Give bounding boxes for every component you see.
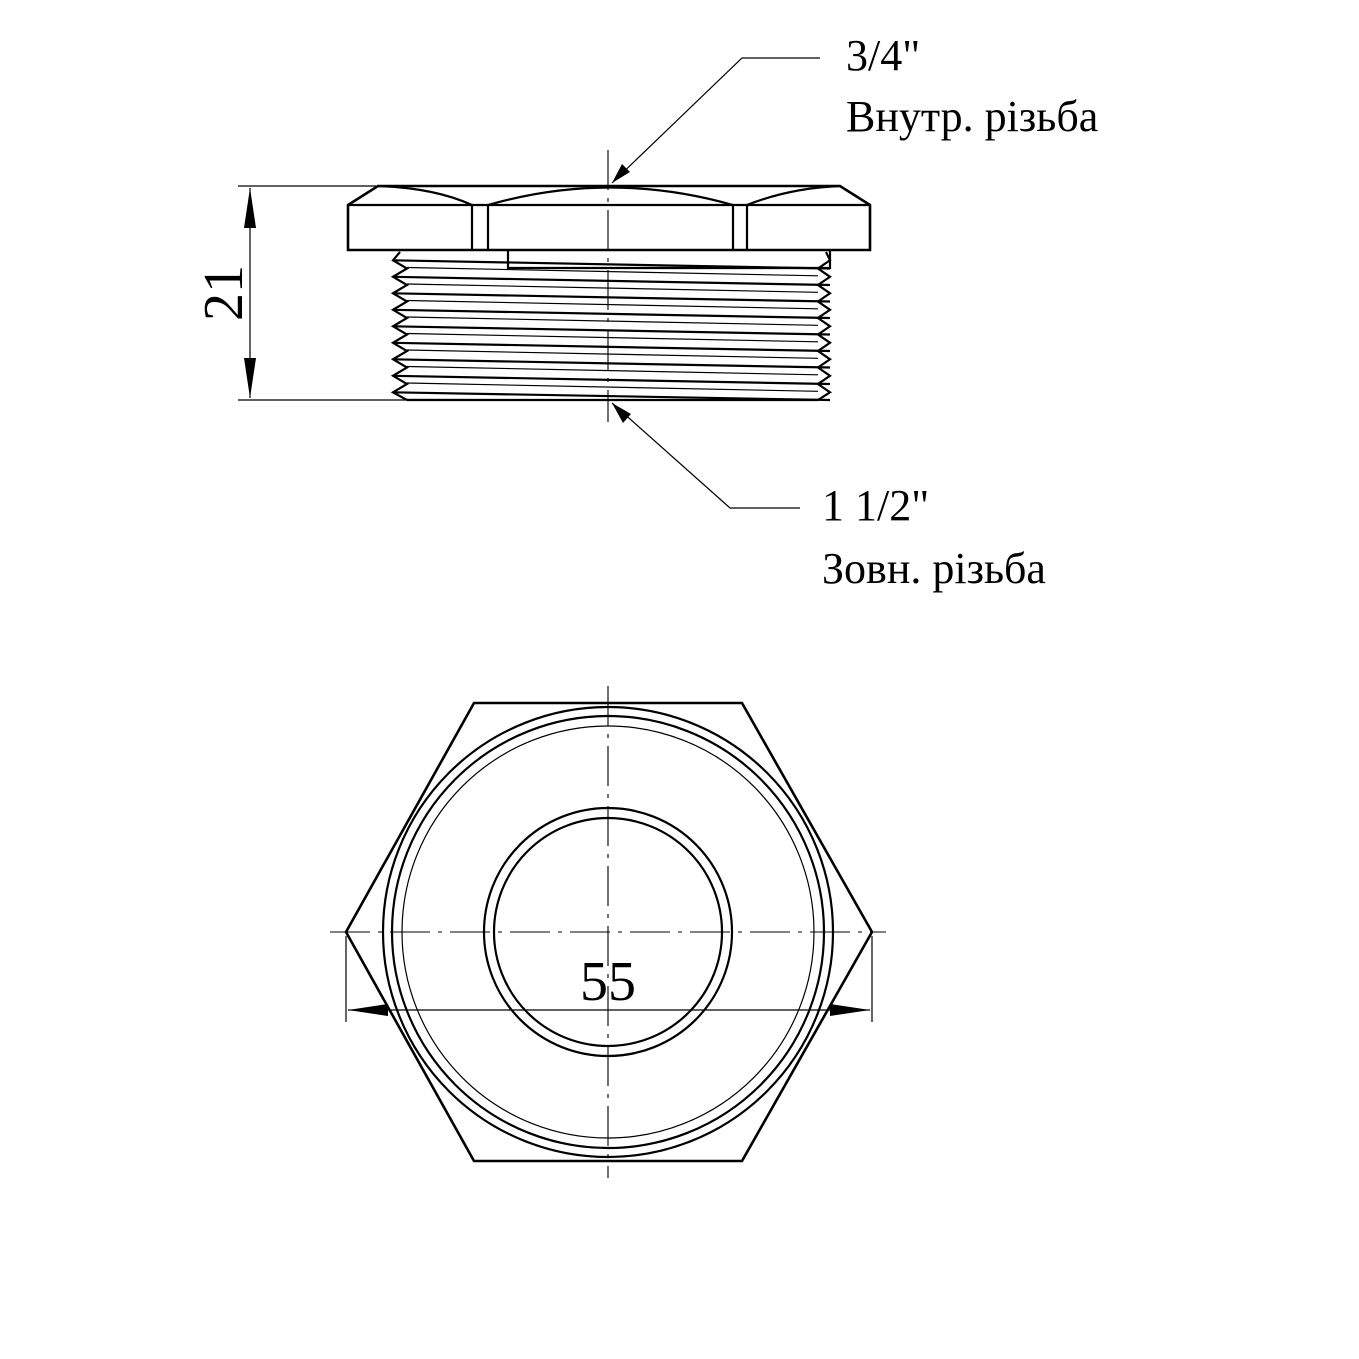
thread-crest-line: [392, 341, 831, 353]
outer-thread-size: 1 1/2": [822, 481, 929, 530]
width-arrow-left: [348, 1004, 388, 1016]
thread-crest-line: [392, 292, 831, 303]
thread-root-line: [406, 316, 819, 326]
height-arrow-top: [244, 188, 256, 228]
thread-root-line: [406, 332, 819, 343]
inner-thread-leader-arrow: [612, 164, 630, 183]
height-dimension-label: 21: [193, 265, 255, 321]
thread-crest-line: [392, 358, 831, 369]
outer-thread-caption: Зовн. різьба: [822, 544, 1046, 593]
thread-profile-right: [816, 251, 832, 401]
thread-body: [390, 251, 832, 402]
thread-crest-line: [392, 308, 831, 320]
hex-head-flat-left: [377, 184, 473, 206]
width-arrow-right: [830, 1004, 870, 1016]
thread-crest-line: [392, 275, 831, 287]
side-view: 21 3/4" Внутр. різьба 1 1/2" Зовн. різьб…: [193, 31, 1098, 593]
thread-root-line: [406, 365, 819, 376]
thread-crest-line: [392, 374, 831, 386]
outer-thread-leader-arrow: [612, 403, 631, 423]
thread-root-line: [406, 283, 819, 293]
inner-thread-leader: [611, 57, 820, 184]
outer-thread-leader: [611, 402, 800, 509]
hex-head-flat-center: [487, 186, 734, 207]
inner-thread-caption: Внутр. різьба: [846, 92, 1098, 141]
inner-thread-size: 3/4": [846, 31, 920, 80]
thread-crest-line: [392, 325, 831, 336]
hex-head-outline: [346, 184, 872, 252]
thread-root-line: [406, 266, 819, 277]
height-arrow-bottom: [244, 358, 256, 398]
thread-crest-line: [392, 391, 831, 402]
width-dimension-label: 55: [580, 951, 636, 1013]
front-view: 55: [330, 686, 886, 1178]
thread-root-line: [406, 349, 819, 359]
hex-head-flat-right: [746, 184, 841, 207]
thread-root-line: [406, 299, 819, 310]
thread-relief: [506, 250, 832, 270]
thread-root-line: [406, 382, 819, 392]
